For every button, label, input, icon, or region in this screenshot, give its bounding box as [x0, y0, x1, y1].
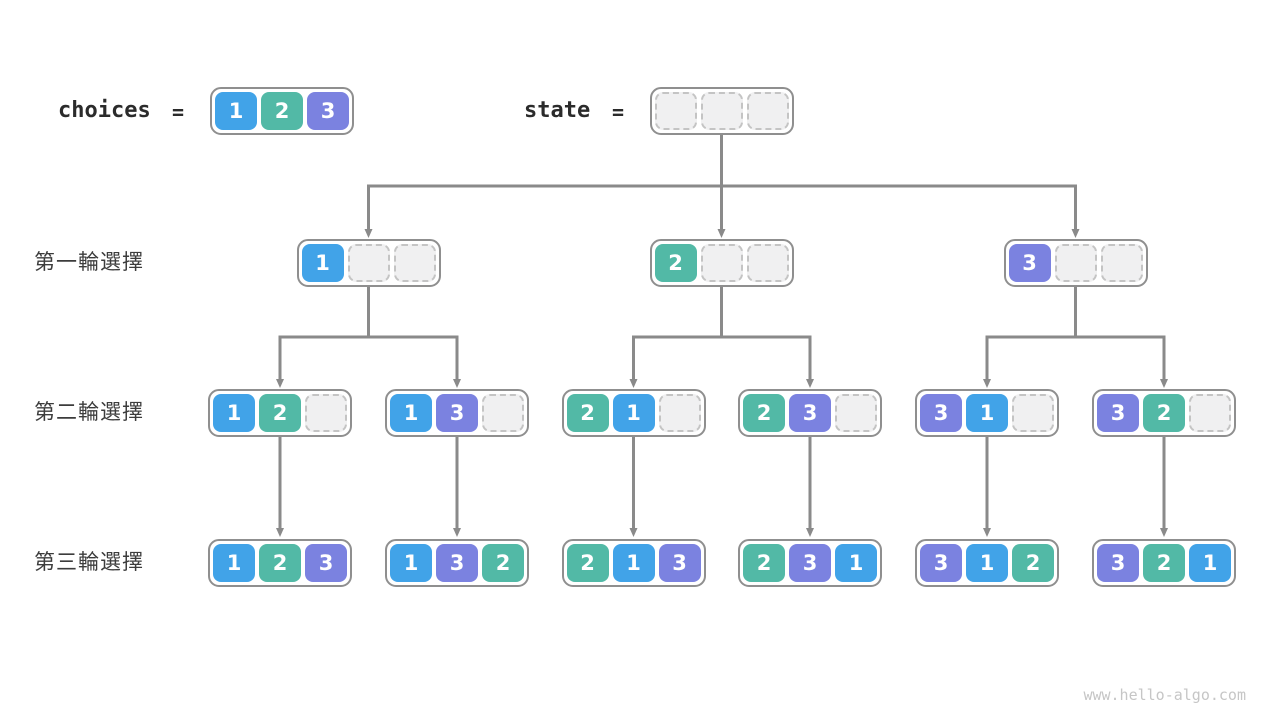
choice-cell-3: 3: [1008, 244, 1051, 282]
choice-cell-3: 3: [789, 394, 831, 432]
watermark: www.hello-algo.com: [1083, 686, 1246, 704]
choice-cell-1: 1: [390, 544, 432, 582]
choices-label: choices: [58, 98, 151, 123]
row-label: 第二輪選擇: [34, 401, 144, 424]
empty-slot: [393, 244, 436, 282]
choice-cell-1: 1: [215, 92, 257, 130]
empty-slot: [700, 92, 743, 130]
state-node-round1: 2: [649, 239, 794, 287]
choice-cell-3: 3: [436, 394, 478, 432]
empty-slot: [654, 92, 697, 130]
choice-cell-1: 1: [1189, 544, 1231, 582]
choice-cell-1: 1: [835, 544, 877, 582]
choice-cell-1: 1: [390, 394, 432, 432]
choice-cell-3: 3: [1097, 544, 1139, 582]
choice-cell-2: 2: [743, 544, 785, 582]
choice-cell-2: 2: [259, 544, 301, 582]
choice-cell-1: 1: [213, 544, 255, 582]
state-root: [649, 87, 794, 135]
choice-cell-2: 2: [259, 394, 301, 432]
choice-cell-2: 2: [743, 394, 785, 432]
empty-slot: [746, 244, 789, 282]
choices-equals-sign: =: [172, 100, 185, 124]
choice-cell-1: 1: [966, 544, 1008, 582]
empty-slot: [700, 244, 743, 282]
choice-cell-1: 1: [213, 394, 255, 432]
choice-cell-1: 1: [612, 544, 655, 582]
choice-cell-1: 1: [966, 394, 1008, 432]
choice-cell-2: 2: [566, 394, 609, 432]
choice-cell-3: 3: [436, 544, 478, 582]
choice-cell-3: 3: [305, 544, 347, 582]
choice-cell-2: 2: [1143, 394, 1185, 432]
empty-slot: [482, 394, 524, 432]
choice-cell-3: 3: [920, 394, 962, 432]
empty-slot: [1054, 244, 1097, 282]
empty-slot: [746, 92, 789, 130]
empty-slot: [347, 244, 390, 282]
choice-cell-2: 2: [566, 544, 609, 582]
state-node-round1: 1: [296, 239, 441, 287]
choice-cell-3: 3: [920, 544, 962, 582]
state-node-round1: 3: [1003, 239, 1148, 287]
choice-cell-2: 2: [261, 92, 303, 130]
empty-slot: [1100, 244, 1143, 282]
choice-cell-2: 2: [482, 544, 524, 582]
choice-cell-3: 3: [307, 92, 349, 130]
choice-cell-3: 3: [1097, 394, 1139, 432]
state-equals-sign: =: [612, 100, 625, 124]
empty-slot: [835, 394, 877, 432]
choice-cell-2: 2: [1143, 544, 1185, 582]
choice-cell-2: 2: [1012, 544, 1054, 582]
empty-slot: [658, 394, 701, 432]
empty-slot: [305, 394, 347, 432]
edge-group: [276, 133, 1168, 537]
choice-cell-1: 1: [301, 244, 344, 282]
choice-cell-2: 2: [654, 244, 697, 282]
choice-cell-3: 3: [658, 544, 701, 582]
empty-slot: [1012, 394, 1054, 432]
state-label: state: [524, 98, 591, 123]
empty-slot: [1189, 394, 1231, 432]
row-label: 第一輪選擇: [34, 251, 144, 274]
choice-cell-3: 3: [789, 544, 831, 582]
row-label: 第三輪選擇: [34, 551, 144, 574]
choice-cell-1: 1: [612, 394, 655, 432]
